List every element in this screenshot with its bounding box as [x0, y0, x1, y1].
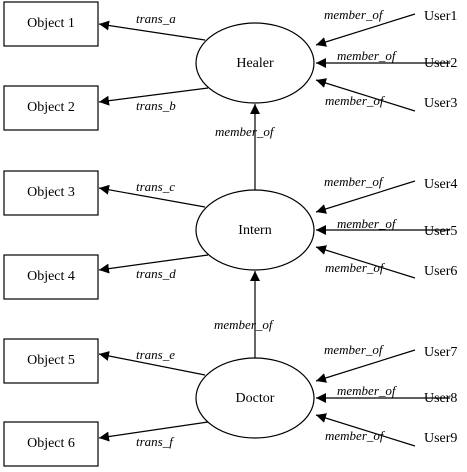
- member-of-label: member_of: [325, 260, 386, 275]
- object-label: Object 3: [27, 185, 75, 200]
- user-label: User1: [424, 9, 457, 24]
- member-of-label: member_of: [325, 93, 386, 108]
- user-membership-edge: [315, 245, 416, 279]
- member-of-label: member_of: [337, 216, 398, 231]
- trans-edge: [98, 421, 209, 442]
- user-membership-edge: [315, 78, 416, 112]
- user-label: User3: [424, 96, 457, 111]
- trans-edge: [98, 20, 206, 41]
- user-label: User8: [424, 391, 457, 406]
- object-label: Object 6: [27, 436, 75, 451]
- user-label: User2: [424, 56, 457, 71]
- object-box-1: Object 1: [3, 1, 99, 47]
- user-membership-edge: [315, 13, 416, 47]
- object-box-3: Object 3: [3, 170, 99, 216]
- trans-edge: [98, 254, 209, 274]
- user-label: User4: [424, 177, 457, 192]
- trans-label: trans_e: [136, 347, 175, 362]
- user-label: User9: [424, 431, 457, 446]
- member-of-label: member_of: [324, 7, 385, 22]
- user-label: User6: [424, 264, 457, 279]
- role-doctor: Doctor: [195, 357, 315, 439]
- role-label: Doctor: [236, 391, 275, 406]
- member-of-label: member_of: [215, 124, 276, 139]
- trans-label: trans_a: [136, 11, 176, 26]
- trans-edge: [98, 87, 209, 106]
- role-label: Healer: [236, 56, 274, 71]
- member-of-label: member_of: [324, 174, 385, 189]
- trans-label: trans_d: [136, 266, 176, 281]
- object-label: Object 2: [27, 100, 75, 115]
- member-of-label: member_of: [325, 428, 386, 443]
- trans-edge: [98, 351, 206, 376]
- user-label: User7: [424, 345, 457, 360]
- user-membership-edge: [315, 180, 416, 214]
- role-healer: Healer: [195, 22, 315, 104]
- trans-label: trans_b: [136, 98, 176, 113]
- trans-label: trans_c: [136, 179, 175, 194]
- user-membership-edge: [315, 413, 416, 447]
- user-membership-edge: [315, 349, 416, 383]
- member-of-label: member_of: [214, 317, 275, 332]
- role-label: Intern: [238, 223, 271, 238]
- trans-edge: [98, 184, 206, 208]
- object-box-5: Object 5: [3, 338, 99, 384]
- member-of-label: member_of: [337, 383, 398, 398]
- object-box-2: Object 2: [3, 85, 99, 131]
- object-label: Object 1: [27, 16, 75, 31]
- object-box-6: Object 6: [3, 421, 99, 467]
- member-of-label: member_of: [324, 342, 385, 357]
- role-intern: Intern: [195, 189, 315, 271]
- member-of-label: member_of: [337, 48, 398, 63]
- object-label: Object 5: [27, 353, 75, 368]
- user-label: User5: [424, 224, 457, 239]
- trans-label: trans_f: [136, 434, 175, 449]
- object-label: Object 4: [27, 269, 75, 284]
- object-box-4: Object 4: [3, 254, 99, 300]
